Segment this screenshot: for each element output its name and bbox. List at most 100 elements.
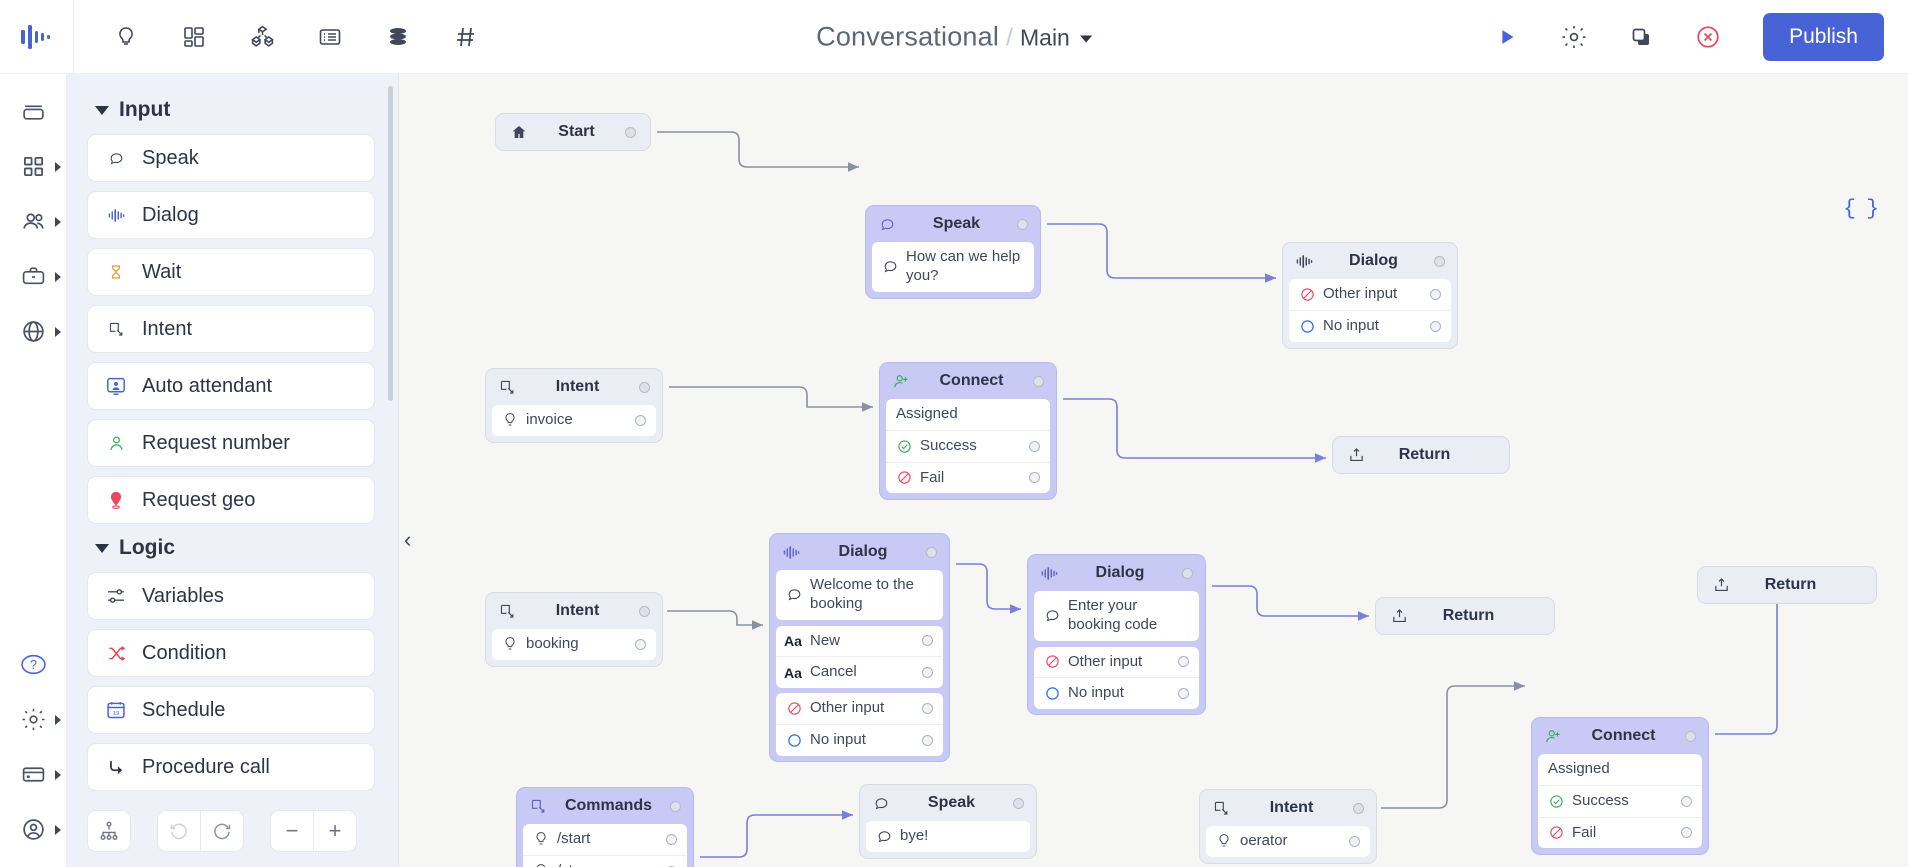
- node-port[interactable]: [922, 734, 933, 746]
- node-header[interactable]: Connect: [880, 363, 1056, 399]
- node-port[interactable]: [1434, 255, 1445, 267]
- zoom-out-button[interactable]: −: [285, 818, 299, 843]
- apps-grid-icon[interactable]: [0, 139, 67, 194]
- node-header[interactable]: Intent: [486, 593, 662, 629]
- flow-node-return-3[interactable]: Return: [1697, 566, 1877, 604]
- node-port[interactable]: [1681, 827, 1692, 839]
- flow-node-start[interactable]: Start: [495, 113, 651, 151]
- node-row[interactable]: oerator: [1206, 826, 1370, 857]
- node-port[interactable]: [926, 546, 937, 558]
- flow-canvas[interactable]: ‹ { }: [399, 74, 1908, 867]
- node-port[interactable]: [1178, 656, 1189, 668]
- palette-item-procedure-call[interactable]: Procedure call: [87, 743, 375, 791]
- node-row[interactable]: Other input: [776, 693, 943, 724]
- briefcase-icon[interactable]: [0, 249, 67, 304]
- palette-item-dialog[interactable]: Dialog: [87, 191, 375, 239]
- lightbulb-icon[interactable]: [106, 17, 146, 57]
- node-port[interactable]: [1178, 688, 1189, 700]
- node-port[interactable]: [635, 414, 646, 426]
- flow-name[interactable]: Main: [1020, 24, 1070, 50]
- node-port[interactable]: [666, 833, 677, 845]
- node-port[interactable]: [670, 800, 681, 812]
- node-port[interactable]: [1029, 472, 1040, 484]
- node-port[interactable]: [1353, 802, 1364, 814]
- palette-item-request-number[interactable]: Request number: [87, 419, 375, 467]
- node-row[interactable]: Success: [886, 429, 1050, 462]
- chevron-down-icon[interactable]: [1079, 35, 1092, 42]
- palette-item-wait[interactable]: Wait: [87, 248, 375, 296]
- stop-close-icon[interactable]: [1688, 17, 1728, 57]
- node-row[interactable]: bye!: [866, 821, 1030, 852]
- node-port[interactable]: [1681, 795, 1692, 807]
- palette-group-input[interactable]: Input: [95, 98, 375, 122]
- globe-icon[interactable]: [0, 304, 67, 359]
- publish-button[interactable]: Publish: [1763, 13, 1884, 61]
- flow-node-return-2[interactable]: Return: [1375, 597, 1555, 635]
- node-row[interactable]: Fail: [886, 461, 1050, 494]
- node-row[interactable]: Success: [1538, 784, 1702, 817]
- node-port[interactable]: [639, 605, 650, 617]
- database-icon[interactable]: [378, 17, 418, 57]
- node-port[interactable]: [1033, 375, 1044, 387]
- json-braces-icon[interactable]: { }: [1843, 198, 1879, 221]
- node-port[interactable]: [922, 702, 933, 714]
- node-port[interactable]: [1430, 288, 1441, 300]
- dashboard-grid-icon[interactable]: [174, 17, 214, 57]
- node-row[interactable]: How can we help you?: [872, 242, 1034, 292]
- node-row[interactable]: No input: [1289, 309, 1451, 342]
- node-header[interactable]: Speak: [860, 785, 1036, 821]
- node-row[interactable]: Assigned: [1538, 754, 1702, 785]
- run-play-icon[interactable]: [1487, 17, 1527, 57]
- duplicate-copy-icon[interactable]: [1621, 17, 1661, 57]
- node-port[interactable]: [1013, 797, 1024, 809]
- node-row[interactable]: /stop: [523, 854, 687, 867]
- node-row[interactable]: booking: [492, 629, 656, 660]
- node-header[interactable]: Intent: [1200, 790, 1376, 826]
- node-port[interactable]: [1017, 218, 1028, 230]
- help-question-icon[interactable]: ?: [0, 637, 67, 692]
- node-port[interactable]: [922, 635, 933, 647]
- node-row[interactable]: Assigned: [886, 399, 1050, 430]
- auto-layout-button[interactable]: [87, 810, 131, 852]
- node-header[interactable]: Commands: [517, 788, 693, 824]
- node-row[interactable]: Fail: [1538, 816, 1702, 849]
- node-port[interactable]: [1430, 320, 1441, 332]
- redo-icon[interactable]: [201, 810, 243, 852]
- flow-node-commands[interactable]: Commands/start/stop/timeout: [516, 787, 694, 867]
- settings-gear-icon[interactable]: [0, 692, 67, 747]
- node-header[interactable]: Speak: [866, 206, 1040, 242]
- billing-card-icon[interactable]: [0, 747, 67, 802]
- account-user-icon[interactable]: [0, 802, 67, 857]
- palette-item-condition[interactable]: Condition: [87, 629, 375, 677]
- collapse-panel-handle[interactable]: ‹: [404, 527, 412, 552]
- node-port[interactable]: [625, 126, 636, 138]
- node-row[interactable]: No input: [1034, 677, 1199, 709]
- node-header[interactable]: Connect: [1532, 718, 1708, 754]
- undo-icon[interactable]: [158, 810, 200, 852]
- node-row[interactable]: No input: [776, 723, 943, 756]
- archive-box-icon[interactable]: [0, 84, 67, 139]
- node-header[interactable]: Dialog: [770, 534, 949, 570]
- palette-item-request-geo[interactable]: Request geo: [87, 476, 375, 524]
- palette-item-variables[interactable]: Variables: [87, 572, 375, 620]
- hash-icon[interactable]: [446, 17, 486, 57]
- palette-item-intent[interactable]: Intent: [87, 305, 375, 353]
- palette-group-logic[interactable]: Logic: [95, 536, 375, 560]
- node-row[interactable]: Welcome to the booking: [776, 570, 943, 620]
- node-port[interactable]: [639, 381, 650, 393]
- zoom-in-button[interactable]: +: [328, 818, 342, 843]
- node-row[interactable]: invoice: [492, 405, 656, 436]
- node-header[interactable]: Dialog: [1028, 555, 1205, 591]
